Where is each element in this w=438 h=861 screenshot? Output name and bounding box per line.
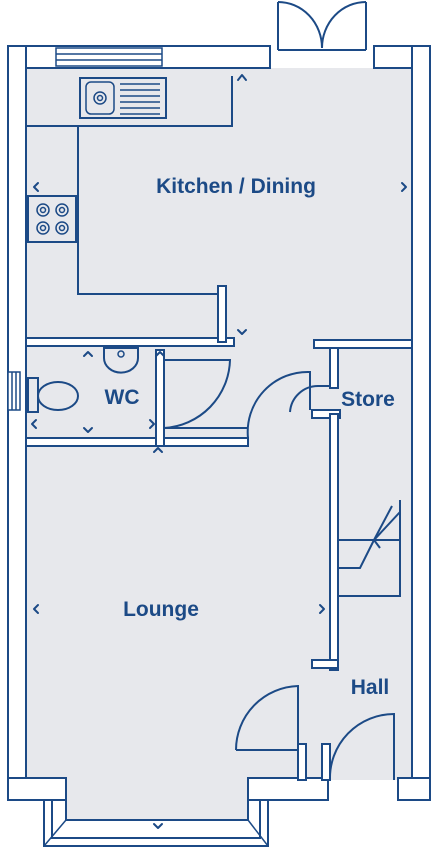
chevron-right-icon bbox=[401, 182, 407, 192]
chevron-up-icon bbox=[83, 351, 93, 357]
room-label-wc: WC bbox=[105, 386, 140, 409]
floor-area bbox=[26, 68, 412, 780]
chevron-right-icon bbox=[149, 419, 155, 429]
chevron-left-icon bbox=[33, 182, 39, 192]
staircase bbox=[337, 500, 401, 597]
chevrons bbox=[31, 74, 407, 829]
hob bbox=[36, 203, 69, 235]
room-label-hall: Hall bbox=[351, 676, 390, 699]
room-label-kitchen-dining: Kitchen / Dining bbox=[156, 175, 316, 198]
internal-walls bbox=[25, 285, 413, 781]
chevron-down-icon bbox=[83, 427, 93, 433]
kitchen-window bbox=[55, 47, 163, 67]
chevron-left-icon bbox=[31, 419, 37, 429]
chevron-down-icon bbox=[153, 823, 163, 829]
chevron-right-icon bbox=[319, 604, 325, 614]
chevron-up-icon bbox=[155, 351, 165, 357]
bay-window-floor bbox=[66, 778, 248, 820]
kitchen-units bbox=[26, 76, 233, 340]
doors bbox=[163, 359, 395, 781]
chevron-left-icon bbox=[33, 604, 39, 614]
french-doors bbox=[269, 1, 375, 68]
wc-window bbox=[7, 371, 21, 411]
outer-walls bbox=[7, 45, 431, 801]
chevron-down-icon bbox=[237, 329, 247, 335]
chevron-up-icon bbox=[153, 447, 163, 453]
room-label-store: Store bbox=[341, 388, 395, 411]
room-label-lounge: Lounge bbox=[123, 598, 199, 621]
chevron-up-icon bbox=[237, 74, 247, 81]
wc-fixtures bbox=[27, 347, 139, 413]
sink-drainer bbox=[120, 83, 160, 115]
bay-window bbox=[43, 778, 269, 847]
